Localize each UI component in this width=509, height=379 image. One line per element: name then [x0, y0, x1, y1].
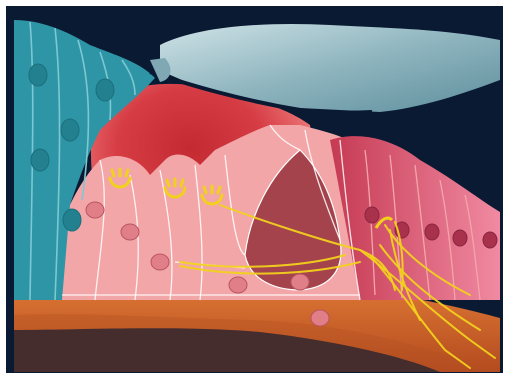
cell-nucleus	[311, 310, 329, 326]
outer-hair-cell-nucleus	[483, 232, 497, 248]
outer-hair-cell-nucleus	[453, 230, 467, 246]
teal-cell-nucleus	[61, 119, 79, 141]
outer-hair-cell-nucleus	[365, 207, 379, 223]
cell-nucleus	[291, 274, 309, 290]
teal-cell-nucleus	[29, 64, 47, 86]
teal-cell-nucleus	[31, 149, 49, 171]
outer-hair-cell-nucleus	[425, 224, 439, 240]
cell-nucleus	[86, 202, 104, 218]
cell-nucleus	[121, 224, 139, 240]
cell-nucleus	[229, 277, 247, 293]
cell-nucleus	[151, 254, 169, 270]
teal-cell-nucleus	[96, 79, 114, 101]
teal-cell-nucleus	[63, 209, 81, 231]
